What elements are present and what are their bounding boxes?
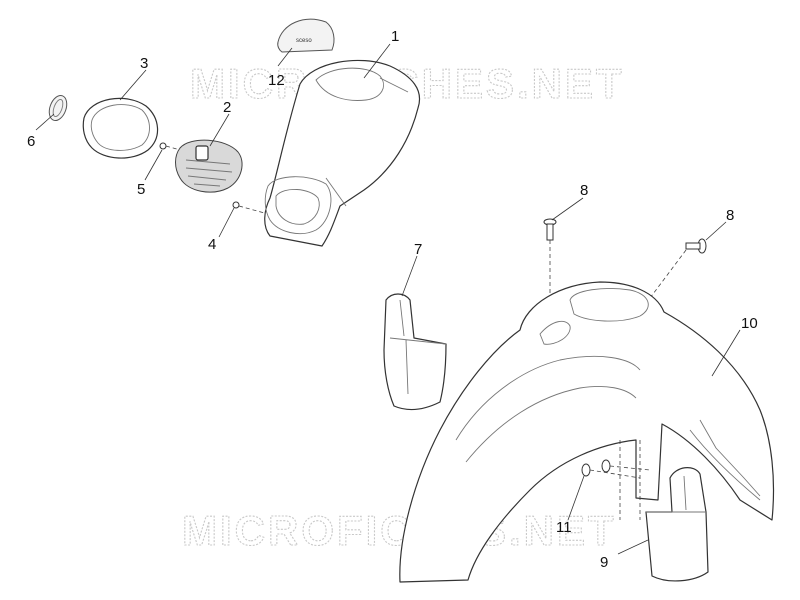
callout-7: 7	[414, 241, 422, 258]
callout-3: 3	[140, 55, 148, 72]
callout-5: 5	[137, 181, 145, 198]
callout-11: 11	[556, 519, 572, 536]
part-9-mud-flap	[645, 467, 709, 582]
part-1-front-shield	[264, 59, 421, 247]
part-8b-screw	[649, 238, 707, 299]
part-11-screws	[581, 459, 651, 479]
part-2-headlight-reflector	[175, 139, 243, 193]
callout-10: 10	[741, 315, 758, 332]
watermark-bottom: MICROFICHES.NET	[182, 507, 617, 554]
part-12-badge: sceso	[277, 18, 335, 53]
callout-12: 12	[268, 72, 285, 89]
callout-9: 9	[600, 554, 608, 571]
callout-8a: 8	[580, 182, 588, 199]
part-6-lens	[48, 94, 68, 122]
part-5-screw	[159, 142, 181, 151]
part-7-inner-cover	[383, 293, 447, 411]
callout-6: 6	[27, 133, 35, 150]
badge-text: sceso	[296, 38, 312, 44]
callout-8b: 8	[726, 207, 734, 224]
leader-lines	[35, 43, 741, 555]
part-3-bezel-ring	[82, 97, 159, 159]
callout-2: 2	[223, 99, 231, 116]
callout-1: 1	[391, 28, 399, 45]
part-10-front-fender	[399, 281, 775, 583]
callout-4: 4	[208, 236, 216, 253]
